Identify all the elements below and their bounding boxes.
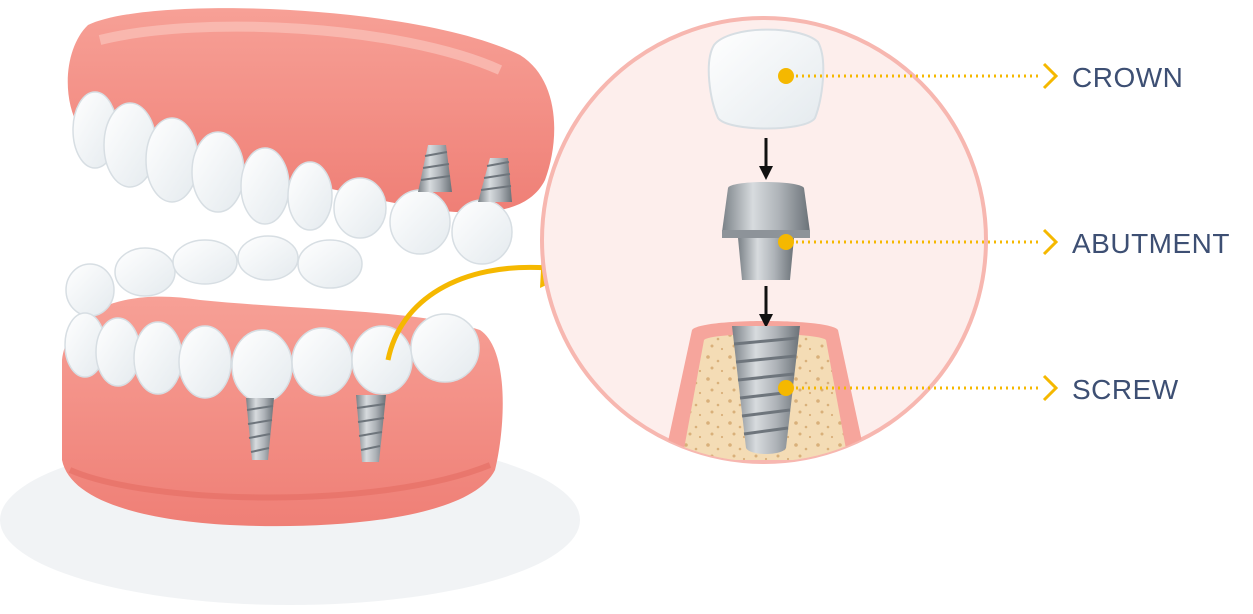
arrow-crown-to-abutment <box>759 138 773 180</box>
abutment-leader <box>778 228 1059 256</box>
detail-circle <box>540 16 1059 464</box>
crown-leader <box>778 62 1059 90</box>
crown-label: CROWN <box>1072 62 1184 93</box>
lower-implant-screws <box>246 395 386 462</box>
screw-label: SCREW <box>1072 374 1179 405</box>
denture-illustration <box>62 8 555 527</box>
crown-icon <box>707 28 825 130</box>
upper-teeth <box>72 91 513 265</box>
screw-icon <box>732 326 800 454</box>
lower-back-teeth <box>65 235 363 317</box>
screw-leader <box>778 374 1059 402</box>
abutment-label: ABUTMENT <box>1072 228 1230 259</box>
arrow-abutment-to-screw <box>759 286 773 328</box>
lower-front-teeth <box>64 312 480 403</box>
upper-implant-screws <box>418 145 512 202</box>
abutment-icon <box>722 182 810 280</box>
